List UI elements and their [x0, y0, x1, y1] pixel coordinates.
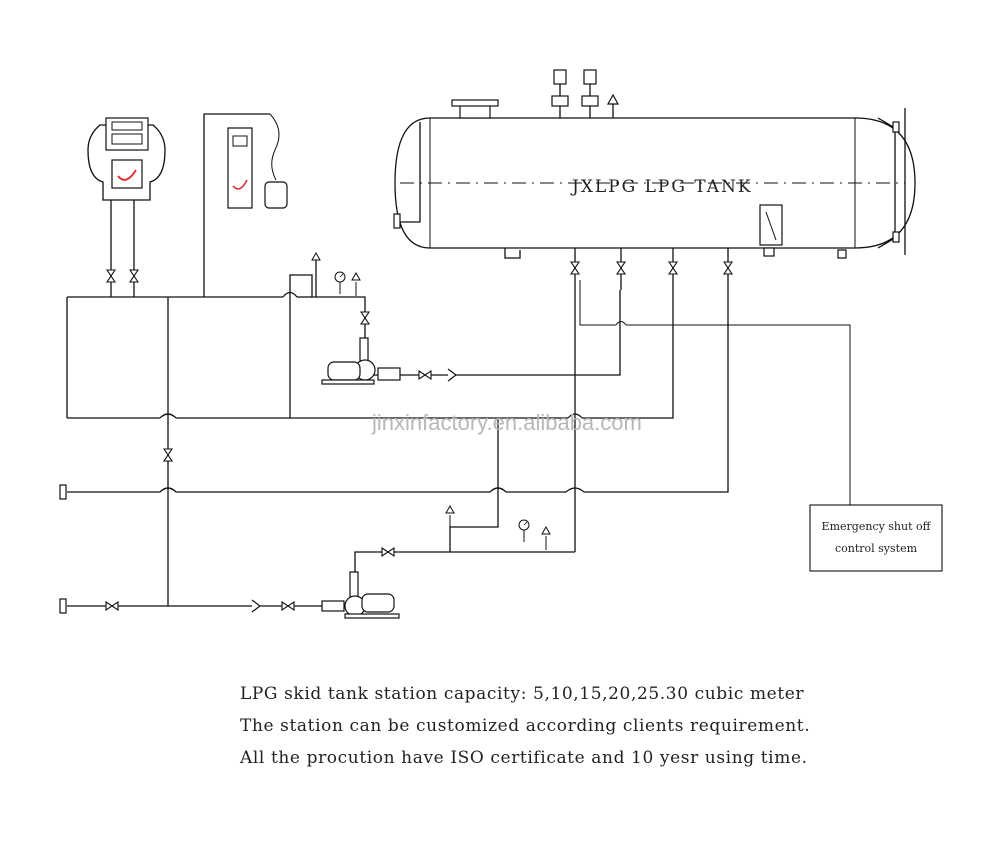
safety-valve-icon — [551, 69, 620, 118]
dispenser-icon — [87, 117, 166, 297]
lpg-tank: JXLPG LPG TANK — [393, 69, 916, 290]
level-gauge-icon — [759, 204, 783, 257]
note-iso: All the procution have ISO certificate a… — [240, 748, 808, 768]
tank-label: JXLPG LPG TANK — [570, 177, 753, 197]
valve-icon — [570, 248, 733, 290]
pump-motor-icon — [321, 337, 401, 385]
pump-motor-icon-lower — [321, 571, 400, 619]
note-capacity: LPG skid tank station capacity: 5,10,15,… — [240, 684, 805, 704]
emergency-box-line1: Emergency shut off — [822, 520, 932, 533]
notes: LPG skid tank station capacity: 5,10,15,… — [240, 678, 880, 774]
emergency-box-line2: control system — [835, 542, 918, 555]
note-customized: The station can be customized according … — [240, 716, 811, 736]
emergency-shutoff-box: Emergency shut off control system — [809, 504, 943, 572]
watermark: jinxinfactory.en.alibaba.com — [371, 410, 642, 435]
station-piping — [59, 252, 851, 619]
gas-detector-icon — [203, 113, 288, 297]
